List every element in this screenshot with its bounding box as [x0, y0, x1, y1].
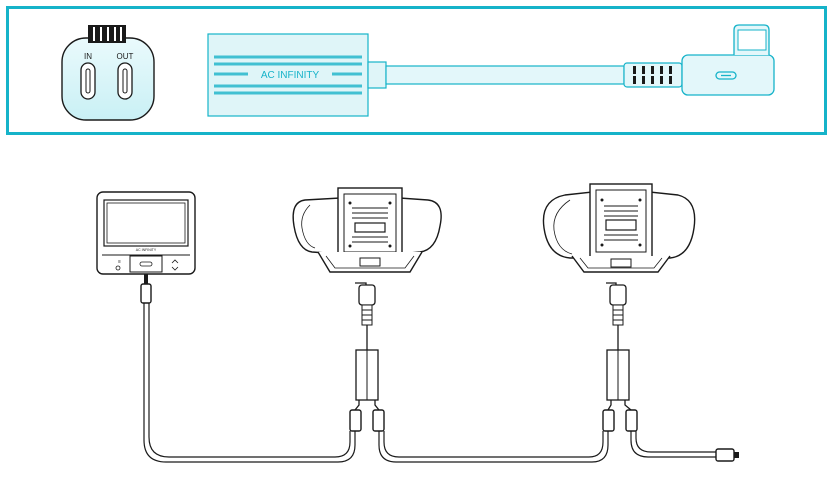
- controller-brand-label: AC INFINITY: [136, 248, 157, 252]
- in-port: [81, 63, 95, 99]
- fan-2-cable: [603, 283, 637, 431]
- in-port-label: IN: [84, 52, 92, 61]
- out-port: [118, 63, 132, 99]
- out-port-label: OUT: [117, 52, 134, 61]
- inline-fan-2: [543, 184, 694, 272]
- fan-1-cable: [350, 283, 384, 431]
- end-plug: [716, 449, 739, 461]
- menu-icon: ≡: [118, 259, 121, 265]
- controller-plug: [141, 274, 151, 303]
- cable-brand-label: AC INFINITY: [261, 70, 320, 81]
- inline-fan-1: [293, 188, 441, 272]
- splitter-adapter: IN OUT: [62, 25, 154, 120]
- controller: AC INFINITY ≡: [97, 192, 195, 274]
- extension-cable: AC INFINITY: [208, 25, 774, 116]
- strain-relief: [624, 63, 682, 87]
- connecting-cables: [144, 303, 716, 462]
- right-angle-connector: [682, 25, 774, 95]
